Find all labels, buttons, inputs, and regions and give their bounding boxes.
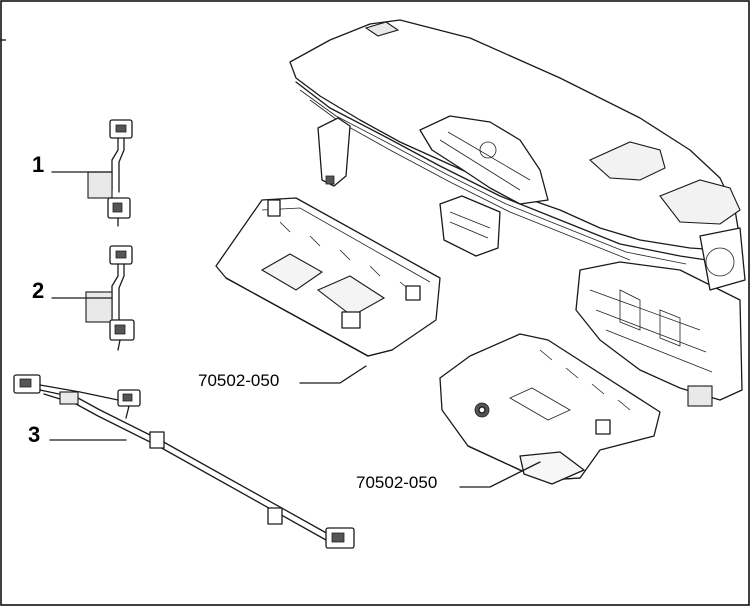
callout-2: 2	[32, 278, 44, 303]
part-number-label-lower: 70502-050	[356, 473, 437, 492]
leader-lines	[49, 171, 541, 488]
leader-partno-2	[459, 461, 541, 488]
part-1-wiring-lead	[87, 119, 133, 227]
part-2-wiring-lead	[85, 245, 135, 351]
leader-partno-1	[299, 365, 367, 384]
part-number-label-upper: 70502-050	[198, 371, 279, 390]
dashboard-assembly	[289, 19, 746, 407]
callout-1: 1	[32, 152, 44, 177]
part-3-wiring-harness	[13, 374, 355, 549]
callout-3: 3	[28, 422, 40, 447]
glovebox-trim-panel	[439, 333, 661, 485]
lower-trim-panel	[215, 197, 441, 357]
